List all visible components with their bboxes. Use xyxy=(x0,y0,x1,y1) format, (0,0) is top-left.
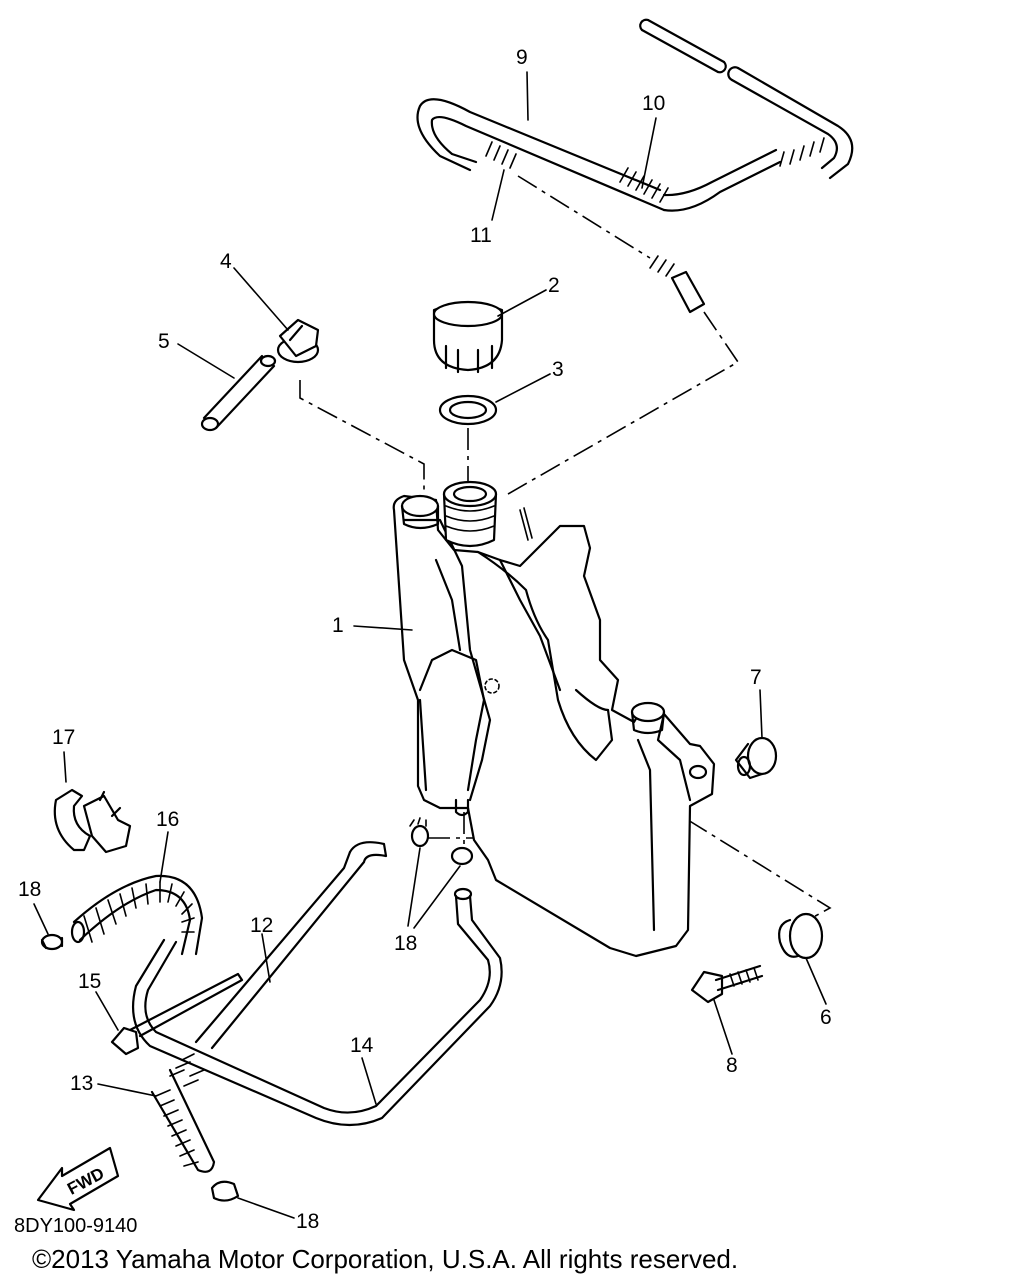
callout-17: 17 xyxy=(52,726,75,749)
callout-18-bottom: 18 xyxy=(296,1210,319,1233)
callout-10: 10 xyxy=(642,92,665,115)
oil-hose-12[interactable] xyxy=(194,841,388,1050)
bolt-8[interactable] xyxy=(690,964,764,1004)
callout-12: 12 xyxy=(250,914,273,937)
spring-10[interactable] xyxy=(619,137,825,212)
collar-7[interactable] xyxy=(734,736,778,780)
assembly-line-6-to-1 xyxy=(687,819,832,921)
callout-16: 16 xyxy=(156,808,179,831)
spring-13[interactable] xyxy=(150,1053,216,1173)
callout-5: 5 xyxy=(158,330,170,353)
callout-9: 9 xyxy=(516,46,528,69)
assembly-line-4-to-1 xyxy=(299,380,425,498)
assembly-line-11-to-1 xyxy=(507,311,740,495)
hose-clip-18-left[interactable] xyxy=(40,933,64,951)
copyright-notice: ©2013 Yamaha Motor Corporation, U.S.A. A… xyxy=(32,1244,738,1274)
filler-cap-2[interactable] xyxy=(432,300,504,374)
clamp-17[interactable] xyxy=(53,788,132,854)
fwd-arrow: FWD xyxy=(36,1146,120,1212)
breather-cap-4[interactable] xyxy=(276,318,320,364)
callout-18-left: 18 xyxy=(18,878,41,901)
oil-tank-1[interactable] xyxy=(392,480,716,958)
callout-4: 4 xyxy=(220,250,232,273)
callout-7: 7 xyxy=(750,666,762,689)
callout-13: 13 xyxy=(70,1072,93,1095)
leader-lines xyxy=(33,71,827,1219)
callout-8: 8 xyxy=(726,1054,738,1077)
callout-14: 14 xyxy=(350,1034,374,1057)
spring-11[interactable] xyxy=(485,141,706,314)
cable-tie-15[interactable] xyxy=(110,972,244,1056)
callout-1: 1 xyxy=(332,614,344,637)
callout-6: 6 xyxy=(820,1006,832,1029)
callout-3: 3 xyxy=(552,358,564,381)
callout-2: 2 xyxy=(548,274,560,297)
hose-clip-18-bottom[interactable] xyxy=(210,1180,240,1202)
diagram-code: 8DY100-9140 xyxy=(14,1215,137,1237)
callout-18-middle: 18 xyxy=(394,932,417,955)
grommet-6[interactable] xyxy=(778,912,824,960)
callout-15: 15 xyxy=(78,970,101,993)
callout-11: 11 xyxy=(470,224,492,247)
callouts: 9 10 11 2 4 5 3 1 7 17 16 18 12 18 15 6 … xyxy=(18,46,832,1233)
hose-5[interactable] xyxy=(200,354,277,432)
hose-clip-18-middle[interactable] xyxy=(409,817,474,866)
oil-hose-14[interactable] xyxy=(132,887,503,1127)
breather-hose-9[interactable] xyxy=(416,18,854,212)
corrugated-hose-16[interactable] xyxy=(70,874,204,956)
gasket-3[interactable] xyxy=(438,394,498,426)
